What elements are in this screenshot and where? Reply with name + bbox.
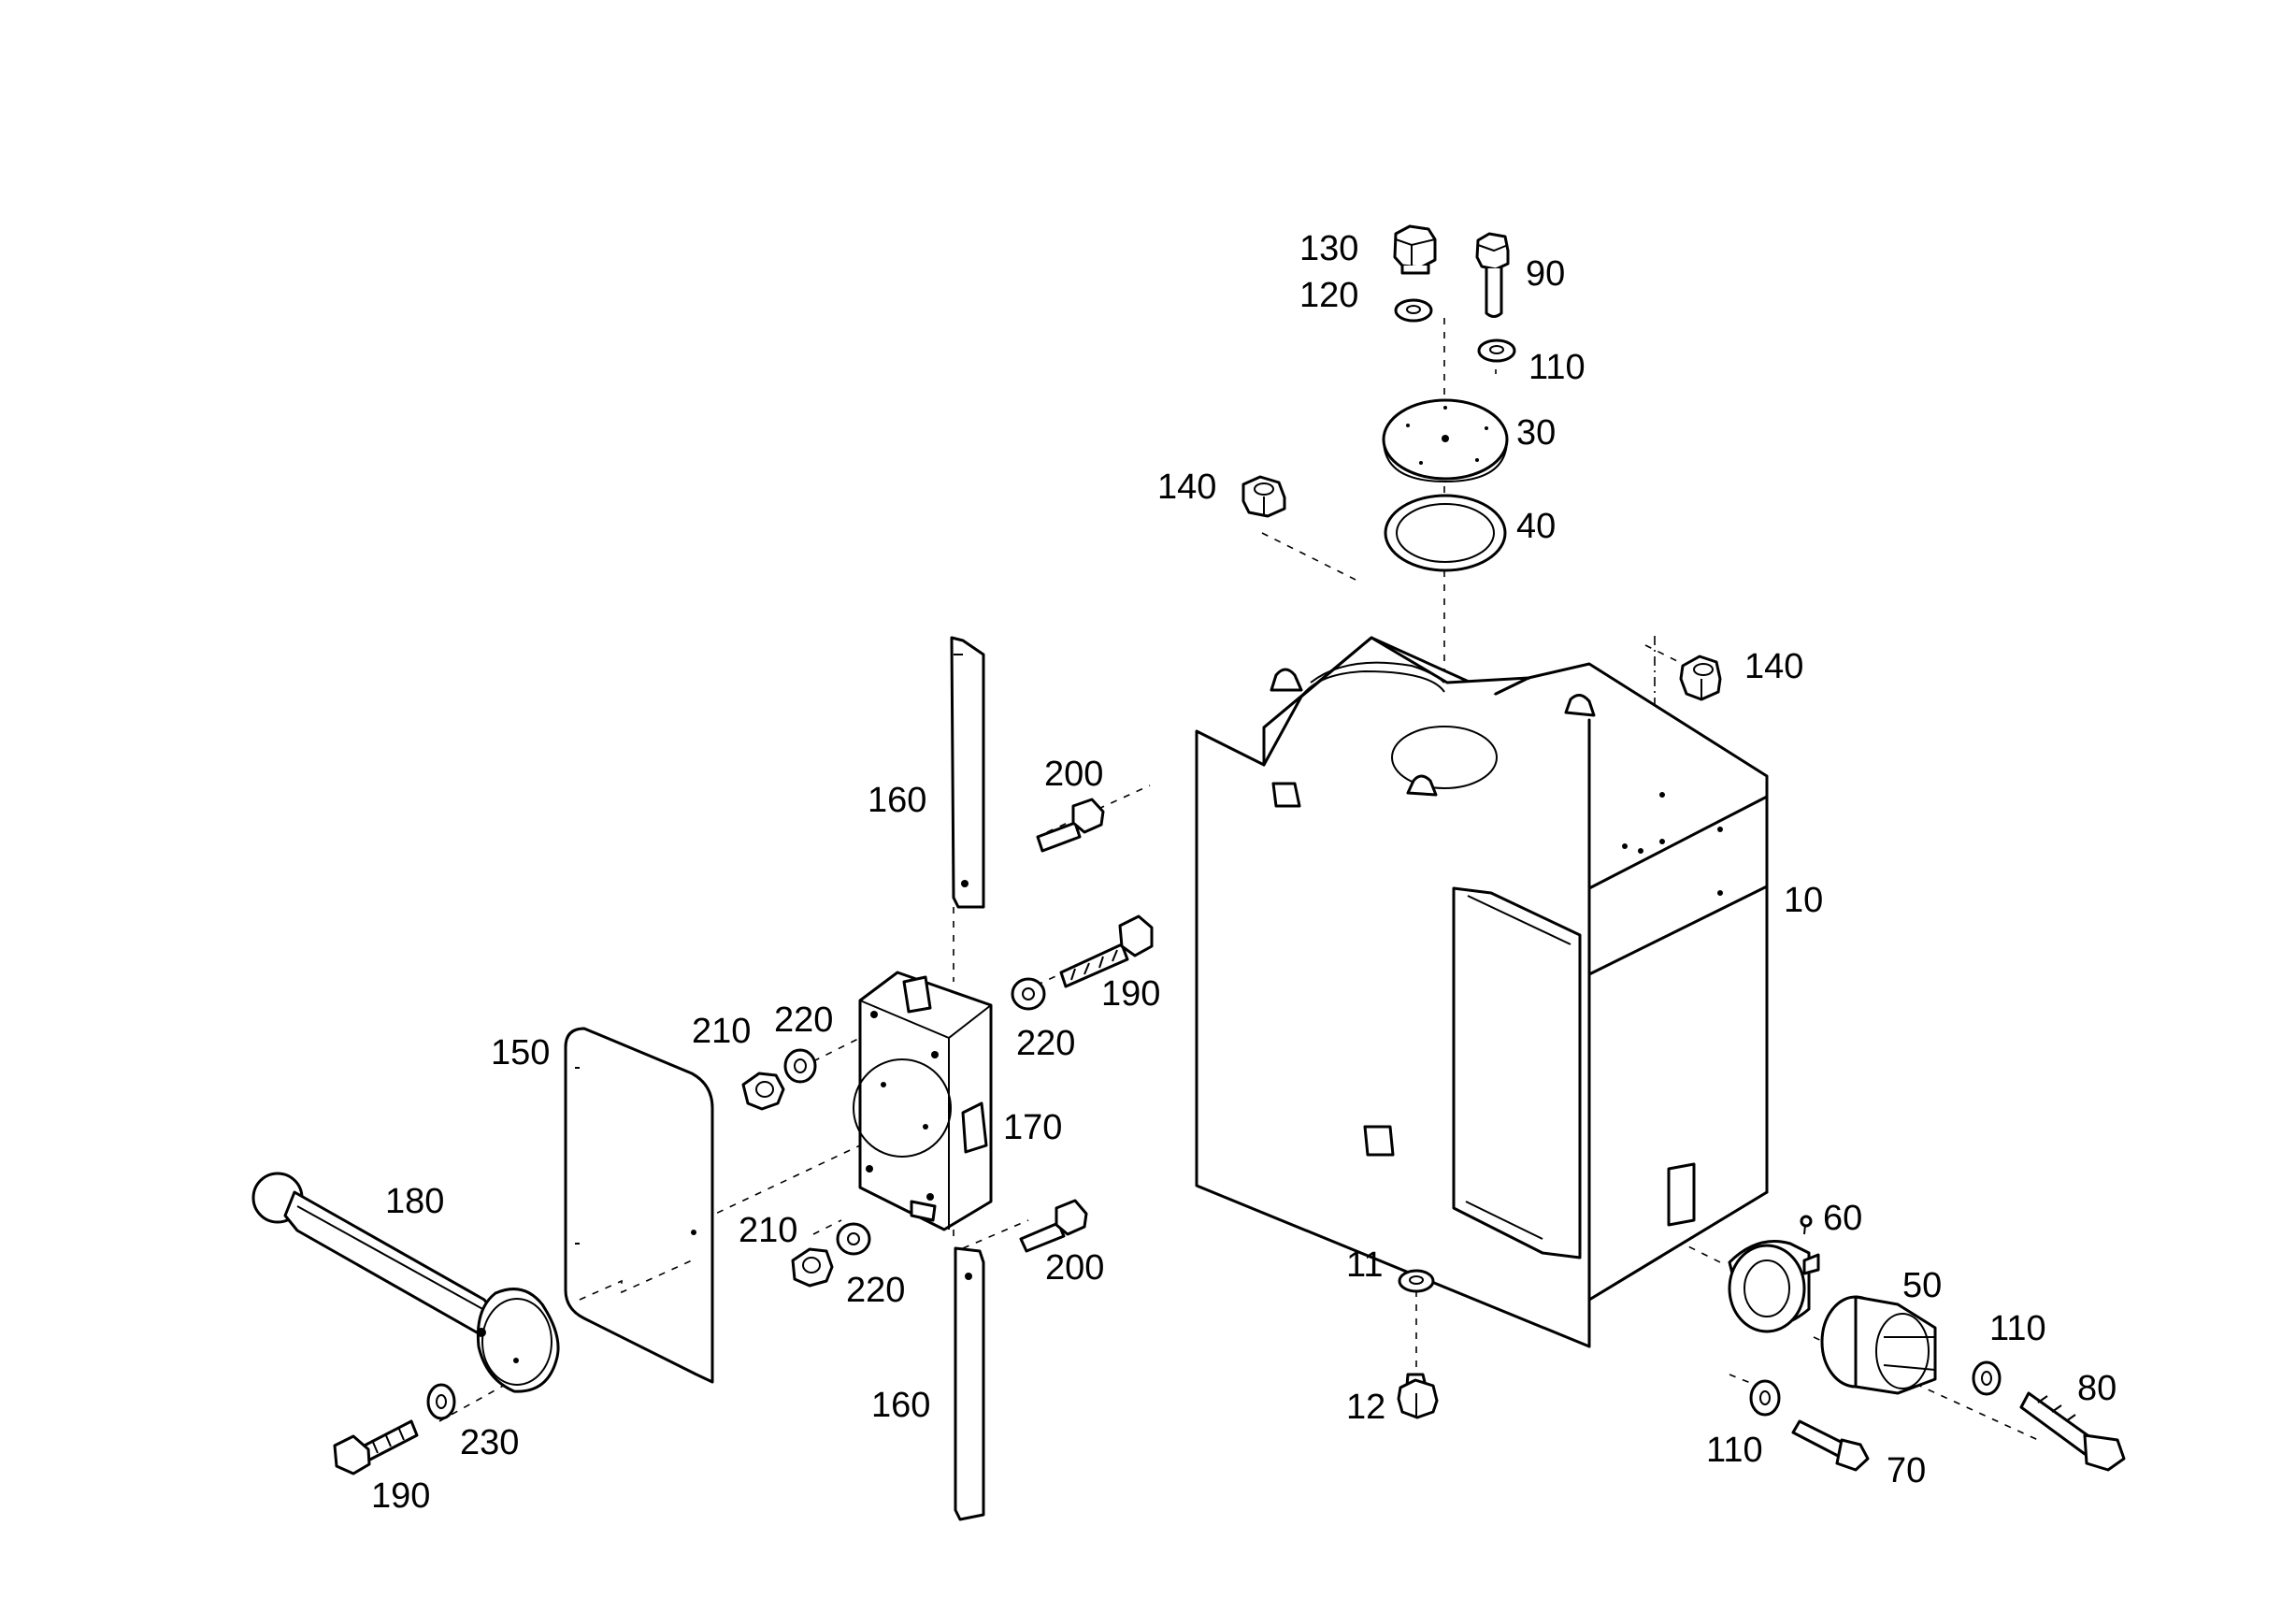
bolt-190-upper xyxy=(1059,914,1154,988)
nut-210-lower xyxy=(791,1247,834,1288)
callout-160-top: 160 xyxy=(868,781,926,820)
washer-220-lower xyxy=(836,1222,871,1256)
callout-130: 130 xyxy=(1299,229,1358,268)
washer-230 xyxy=(426,1383,456,1420)
callout-12: 12 xyxy=(1346,1388,1385,1427)
washer-110-top xyxy=(1477,338,1516,363)
callout-120: 120 xyxy=(1299,276,1358,315)
callout-140-left: 140 xyxy=(1157,468,1216,507)
callout-150: 150 xyxy=(491,1033,550,1072)
housing-10 xyxy=(1195,636,1769,1348)
callout-200-upper: 200 xyxy=(1044,755,1103,794)
callout-50: 50 xyxy=(1902,1266,1942,1305)
nut-140-right xyxy=(1679,655,1722,701)
washer-220-upper-right xyxy=(1011,977,1046,1011)
washer-110-bottom xyxy=(1749,1379,1781,1417)
bar-160-top xyxy=(950,636,985,909)
nut-140-left xyxy=(1241,475,1286,518)
callout-210-lower: 210 xyxy=(739,1211,797,1250)
washer-11 xyxy=(1398,1269,1435,1293)
washer-110-right xyxy=(1972,1360,2002,1396)
screw-200-upper xyxy=(1036,798,1105,853)
callout-190-lower: 190 xyxy=(371,1476,430,1516)
gasket-40 xyxy=(1384,494,1507,572)
callout-110-bottom: 110 xyxy=(1706,1431,1763,1470)
bearing-housing-60 xyxy=(1728,1215,1820,1333)
plug-12 xyxy=(1397,1373,1439,1419)
callout-210-upper: 210 xyxy=(692,1012,751,1051)
callout-90: 90 xyxy=(1526,254,1565,294)
callout-11: 11 xyxy=(1346,1245,1383,1285)
plug-130 xyxy=(1393,224,1437,275)
lever-180 xyxy=(251,1172,560,1393)
bolt-90 xyxy=(1475,232,1510,318)
callout-170: 170 xyxy=(1003,1108,1062,1147)
callout-140-right: 140 xyxy=(1744,647,1803,686)
callout-40: 40 xyxy=(1516,507,1556,546)
callout-70: 70 xyxy=(1887,1451,1926,1490)
bar-160-bottom xyxy=(954,1246,985,1521)
callout-30: 30 xyxy=(1516,413,1556,453)
washer-220-upper-left xyxy=(783,1048,817,1084)
callout-labels: 130 120 90 110 30 40 140 140 10 11 12 60… xyxy=(371,229,2117,1516)
callout-220-upper-right: 220 xyxy=(1016,1024,1075,1063)
cover-plate-150 xyxy=(564,1027,714,1384)
callout-230: 230 xyxy=(460,1423,519,1462)
callout-160-bottom: 160 xyxy=(871,1386,930,1425)
callout-220-lower: 220 xyxy=(846,1271,905,1310)
callout-10: 10 xyxy=(1784,881,1823,920)
callout-200-lower: 200 xyxy=(1045,1248,1104,1288)
cover-plate-30 xyxy=(1382,398,1509,483)
callout-220-upper-left: 220 xyxy=(774,1000,833,1040)
shaft-sleeve-50 xyxy=(1820,1295,1937,1395)
screw-70 xyxy=(1791,1419,1870,1472)
nut-210-upper xyxy=(741,1072,785,1111)
callout-180: 180 xyxy=(385,1182,444,1221)
valve-block-170 xyxy=(853,971,993,1231)
callout-190-upper: 190 xyxy=(1101,974,1160,1014)
bolt-80 xyxy=(2019,1391,2126,1472)
screw-200-lower xyxy=(1019,1199,1088,1253)
callout-80: 80 xyxy=(2077,1369,2117,1408)
bolt-190-lower xyxy=(333,1419,419,1475)
washer-120 xyxy=(1394,298,1433,323)
callout-110-right: 110 xyxy=(1989,1309,2046,1348)
callout-110-top: 110 xyxy=(1528,348,1586,387)
callout-60: 60 xyxy=(1823,1199,1862,1238)
